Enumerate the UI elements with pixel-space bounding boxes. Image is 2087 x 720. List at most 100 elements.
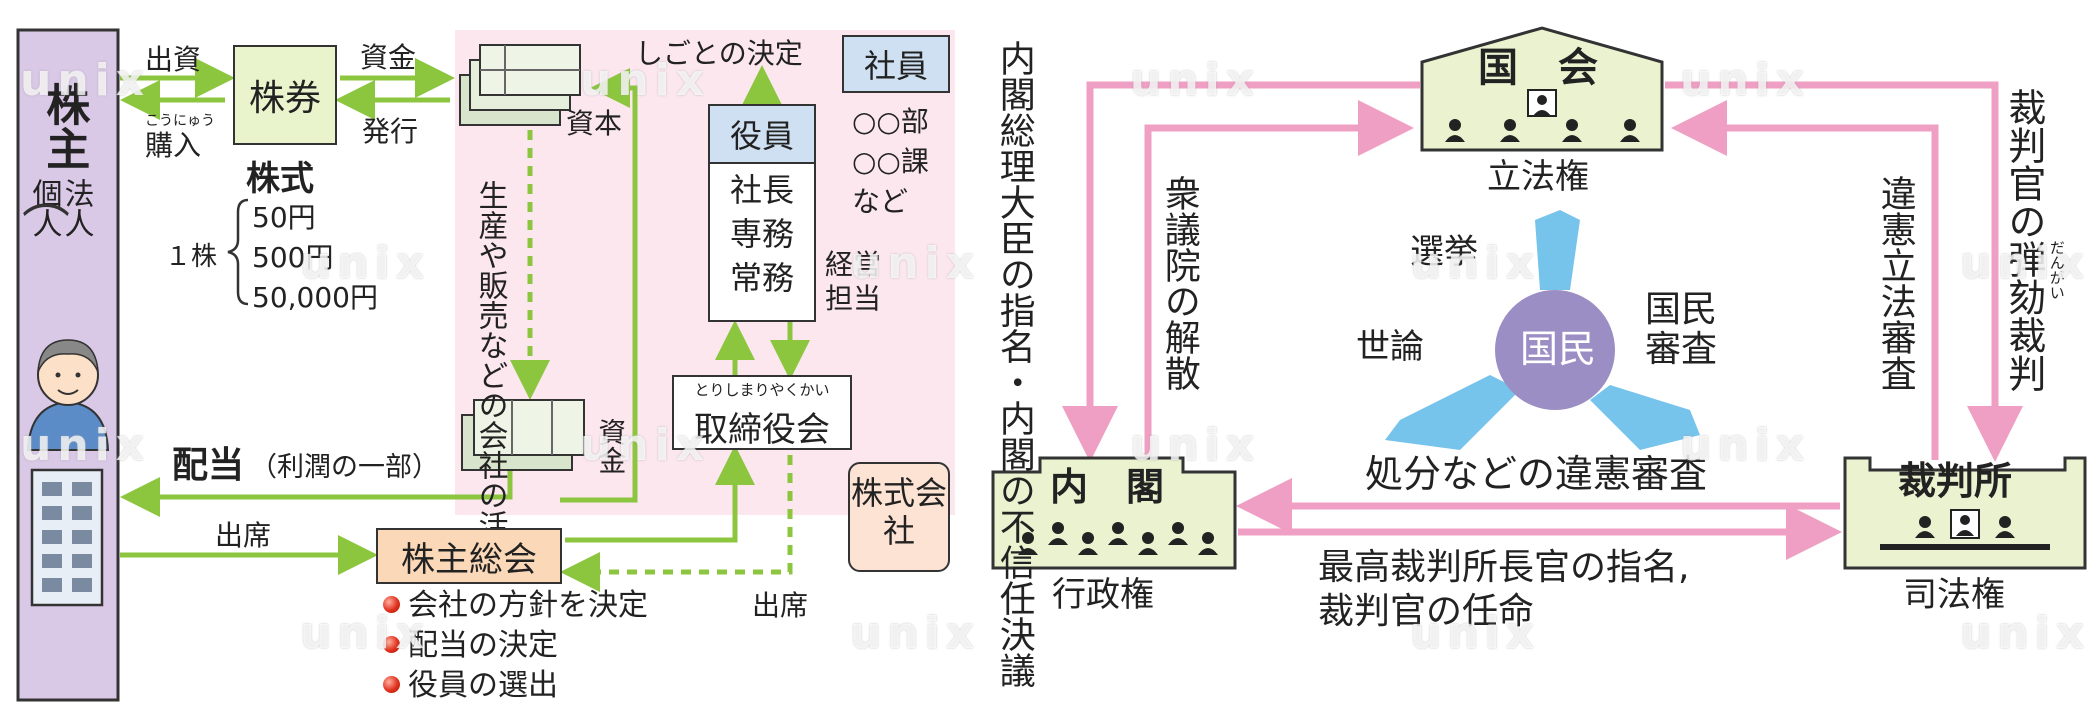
officer-managing-director: 常務 <box>729 259 794 297</box>
judges-icon <box>1880 509 2050 550</box>
shares-title: 株式 <box>246 159 314 199</box>
attend-left-label: 出席 <box>215 519 272 552</box>
dividend-note: （利潤の一部） <box>250 452 439 483</box>
election-label: 選挙 <box>1410 232 1478 272</box>
pm-nomination-label: 内閣総理大臣の指名・内閣の不信任決議 <box>993 40 1035 688</box>
watermark: unix <box>580 420 711 471</box>
judicial-label: 司法権 <box>1903 575 2005 615</box>
board-label: 取締役会 <box>694 410 830 450</box>
officer-president: 社長 <box>729 171 794 209</box>
department-2: ○○課 <box>852 145 929 178</box>
company-badge: 株式会社 <box>848 462 950 572</box>
watermark: unix <box>1130 420 1261 471</box>
watermark: unix <box>850 238 981 289</box>
impeachment-label: 裁判官の弾劾裁判 <box>2001 88 2046 392</box>
shareholder-individual-label: 個人 <box>26 178 62 238</box>
officer-senior-director: 専務 <box>729 215 794 253</box>
employee-box: 社員 <box>842 35 950 93</box>
cabinet-members-icon <box>1018 522 1218 555</box>
disposition-review-label: 処分などの違憲審査 <box>1365 452 1708 496</box>
meeting-item-3: 役員の選出 <box>408 668 558 703</box>
impeachment-ruby: だんがい <box>2047 240 2066 300</box>
national-review-label: 国民審査 <box>1645 289 1718 370</box>
watermark: unix <box>1680 55 1811 106</box>
meeting-item-2: 配当の決定 <box>408 628 558 663</box>
executive-label: 行政権 <box>1052 575 1154 615</box>
funds-top-label: 資金 <box>360 41 417 74</box>
paren-open: ︵ <box>22 168 71 224</box>
cabinet-to-diet-arrow <box>1144 100 1414 460</box>
funds-bottom-label: 資金 <box>594 418 628 474</box>
general-meeting-label: 株主総会 <box>401 539 537 580</box>
watermark: unix <box>1410 238 1541 289</box>
capital-label: 資本 <box>566 107 623 140</box>
shareholder-label: 株主 <box>38 82 90 170</box>
price-1: 50円 <box>252 201 316 234</box>
public-opinion-label: 世論 <box>1356 327 1424 367</box>
stock-certificate-label: 株券 <box>248 78 321 119</box>
unconstitutional-law-label: 違憲立法審査 <box>1874 175 1916 391</box>
meeting-to-board-arrow <box>565 445 755 543</box>
purchase-ruby: こうにゅう <box>145 113 215 129</box>
people-label: 国民 <box>1520 327 1597 371</box>
capital-return-arrow <box>560 68 638 503</box>
bullet-icon <box>383 676 400 693</box>
activity-label: 生産や販売などの会社の活動 <box>472 180 508 570</box>
general-meeting-box: 株主総会 <box>376 528 562 584</box>
watermark: unix <box>20 420 151 471</box>
officers-header: 役員 <box>710 106 814 164</box>
court-to-diet-arrow <box>1671 100 1939 460</box>
per-share-label: １株 <box>165 242 218 272</box>
watermark: unix <box>850 608 981 659</box>
management-duty-label: 経営担当 <box>825 248 882 315</box>
price-brace <box>227 198 249 306</box>
chief-justice-label: 最高裁判所長官の指名, <box>1318 547 1690 588</box>
board-attend-arrow <box>560 455 793 592</box>
legislative-label: 立法権 <box>1487 157 1589 197</box>
diet-to-court-arrow <box>1665 81 2023 462</box>
department-1: ○○部 <box>852 105 929 138</box>
board-ruby: とりしまりやくかい <box>694 381 830 399</box>
company-building-icon <box>30 468 104 607</box>
purchase-label: 購入 <box>145 129 202 162</box>
price-3: 50,000円 <box>252 281 378 314</box>
watermark: unix <box>1130 55 1261 106</box>
department-3: など <box>852 185 909 218</box>
watermark: unix <box>1410 608 1541 659</box>
price-2: 500円 <box>252 241 334 274</box>
bullet-icon <box>383 596 400 613</box>
diet-to-cabinet-arrow <box>1062 81 1420 462</box>
board-box: とりしまりやくかい 取締役会 <box>672 375 852 450</box>
judge-appointment-label: 裁判官の任命 <box>1318 591 1535 632</box>
dividend-label: 配当 <box>172 445 245 486</box>
watermark: unix <box>580 55 711 106</box>
shareholder-corporate-label: 法人 <box>58 178 94 238</box>
money-bundle-top-icon <box>459 44 581 126</box>
watermark: unix <box>300 238 431 289</box>
cabinet-label: 内 閣 <box>1050 465 1165 509</box>
bullet-icon <box>383 636 400 653</box>
meeting-item-1: 会社の方針を決定 <box>408 588 648 623</box>
issue-label: 発行 <box>362 115 419 148</box>
watermark: unix <box>1960 608 2087 659</box>
watermark: unix <box>1960 238 2087 289</box>
watermark: unix <box>1680 420 1811 471</box>
shareholder-person-icon <box>26 339 110 451</box>
work-decision-label: しごとの決定 <box>635 37 803 70</box>
company-label: 株式会社 <box>850 474 947 551</box>
watermark: unix <box>20 55 151 106</box>
attend-right-label: 出席 <box>752 589 809 622</box>
diet-label: 国 会 <box>1478 45 1598 91</box>
dissolution-label: 衆議院の解散 <box>1158 175 1200 391</box>
officers-label: 役員 <box>729 117 794 155</box>
citizen-pointers <box>1385 210 1700 450</box>
employee-label: 社員 <box>863 47 928 85</box>
people-circle <box>1495 290 1615 410</box>
watermark: unix <box>300 608 431 659</box>
officers-box: 役員 社長 専務 常務 <box>708 104 816 322</box>
stock-certificate-box: 株券 <box>233 45 337 145</box>
invest-label: 出資 <box>145 43 202 76</box>
court-label: 裁判所 <box>1898 459 2013 503</box>
